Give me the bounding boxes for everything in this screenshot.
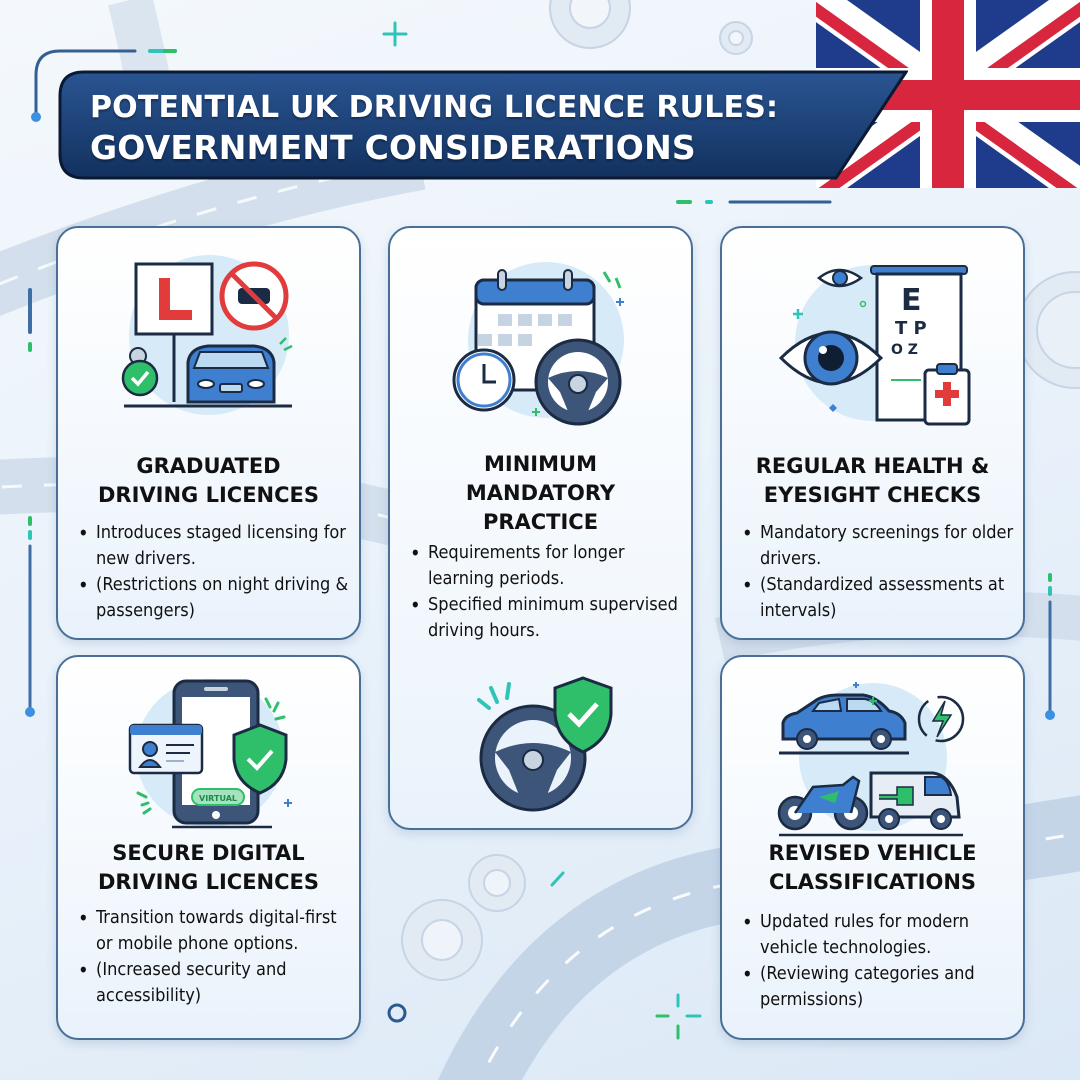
eye-chart-clipboard-icon: E T P O Z [722, 258, 1023, 428]
card-title: GRADUATED DRIVING LICENCES [97, 454, 319, 507]
card-minimum-practice: MINIMUM MANDATORY PRACTICE Requirements … [388, 226, 693, 830]
bullet-list: Introduces staged licensing for new driv… [74, 520, 349, 624]
svg-text:O Z: O Z [891, 342, 918, 358]
card-digital-licences: VIRTUAL SECURE DIGITAL DRIVING LICENCES … [56, 655, 361, 1040]
bullet-list: Transition towards digital-first or mobi… [74, 905, 349, 1009]
bullet-list: Requirements for longer learning periods… [406, 540, 683, 644]
card-title: REVISED VEHICLE CLASSIFICATIONS [768, 841, 977, 894]
page-title: POTENTIAL UK DRIVING LICENCE RULES: GOVE… [90, 88, 848, 168]
learner-plate-car-icon [58, 250, 359, 420]
card-health-checks: E T P O Z REGULAR HEALTH & EYESIGHT CHEC… [720, 226, 1025, 640]
bullet-list: Mandatory screenings for older drivers. … [738, 520, 1017, 624]
bullet-item: Transition towards digital-first or mobi… [74, 905, 349, 957]
bullet-item: Updated rules for modern vehicle technol… [738, 909, 1019, 961]
card-title: MINIMUM MANDATORY PRACTICE [465, 452, 616, 534]
title-banner: POTENTIAL UK DRIVING LICENCE RULES: GOVE… [58, 70, 908, 182]
bullet-item: (Reviewing categories and permissions) [738, 961, 1019, 1013]
calendar-clock-steering-wheel-icon [390, 258, 691, 428]
bullet-item: Mandatory screenings for older drivers. [738, 520, 1017, 572]
bullet-item: Specified minimum supervised driving hou… [406, 592, 683, 644]
card-title: REGULAR HEALTH & EYESIGHT CHECKS [755, 454, 990, 507]
card-title: SECURE DIGITAL DRIVING LICENCES [97, 841, 319, 894]
bullet-item: Requirements for longer learning periods… [406, 540, 683, 592]
bullet-list: Updated rules for modern vehicle technol… [738, 909, 1019, 1013]
title-line-1: POTENTIAL UK DRIVING LICENCE RULES: [90, 90, 779, 125]
card-graduated-licences: GRADUATED DRIVING LICENCES Introduces st… [56, 226, 361, 640]
svg-text:E: E [901, 283, 922, 318]
svg-text:T P: T P [895, 318, 927, 339]
bullet-item: (Standardized assessments at intervals) [738, 572, 1017, 624]
card-vehicle-classifications: REVISED VEHICLE CLASSIFICATIONS Updated … [720, 655, 1025, 1040]
title-line-2: GOVERNMENT CONSIDERATIONS [90, 128, 696, 167]
banner-shape [58, 70, 908, 180]
steering-wheel-shield-icon [390, 668, 691, 818]
bullet-item: (Increased security and accessibility) [74, 957, 349, 1009]
phone-id-shield-icon: VIRTUAL [58, 673, 359, 833]
bullet-item: Introduces staged licensing for new driv… [74, 520, 349, 572]
bullet-item: (Restrictions on night driving & passeng… [74, 572, 349, 624]
virtual-badge: VIRTUAL [199, 794, 237, 803]
car-motorbike-ev-van-icon [722, 677, 1023, 837]
